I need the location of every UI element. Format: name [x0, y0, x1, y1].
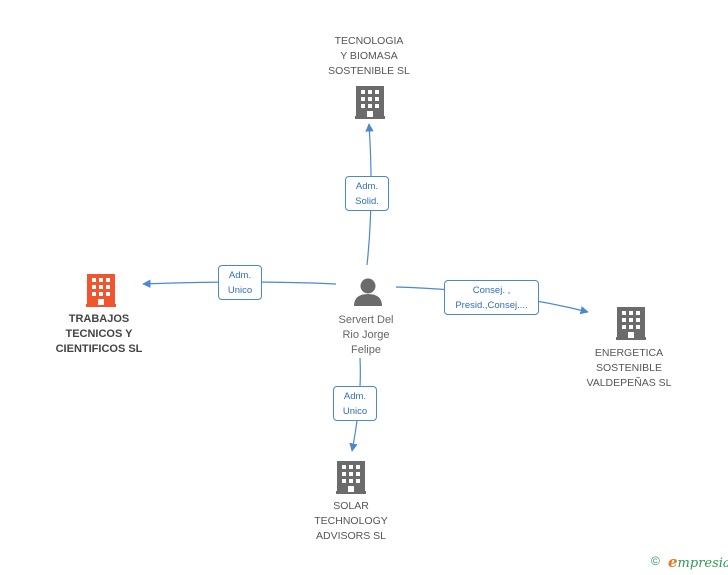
- edge-label-bottom: Adm. Unico: [333, 386, 377, 421]
- node-label-bottom[interactable]: SOLAR TECHNOLOGY ADVISORS SL: [314, 500, 388, 542]
- brand-initial: e: [668, 553, 678, 571]
- empresia-logo[interactable]: empresia: [668, 553, 728, 571]
- node-label-top[interactable]: TECNOLOGIA Y BIOMASA SOSTENIBLE SL: [328, 35, 410, 77]
- edge-label-right: Consej. , Presid.,Consej....: [444, 280, 539, 315]
- building-icon: [355, 86, 385, 119]
- node-label-right[interactable]: ENERGETICA SOSTENIBLE VALDEPEÑAS SL: [586, 347, 672, 389]
- person-icon: [354, 278, 382, 306]
- node-label-left[interactable]: TRABAJOS TECNICOS Y CIENTIFICOS SL: [55, 313, 143, 355]
- building-icon: [616, 307, 646, 340]
- brand-rest: mpresia: [677, 556, 728, 571]
- edge-label-top: Adm. Solid.: [345, 176, 389, 211]
- copyright-icon: ©: [651, 554, 660, 568]
- node-label-center[interactable]: Servert Del Rio Jorge Felipe: [338, 314, 394, 356]
- building-icon: [336, 461, 366, 494]
- building-icon-main: [86, 274, 116, 307]
- edge-label-left: Adm. Unico: [218, 265, 262, 300]
